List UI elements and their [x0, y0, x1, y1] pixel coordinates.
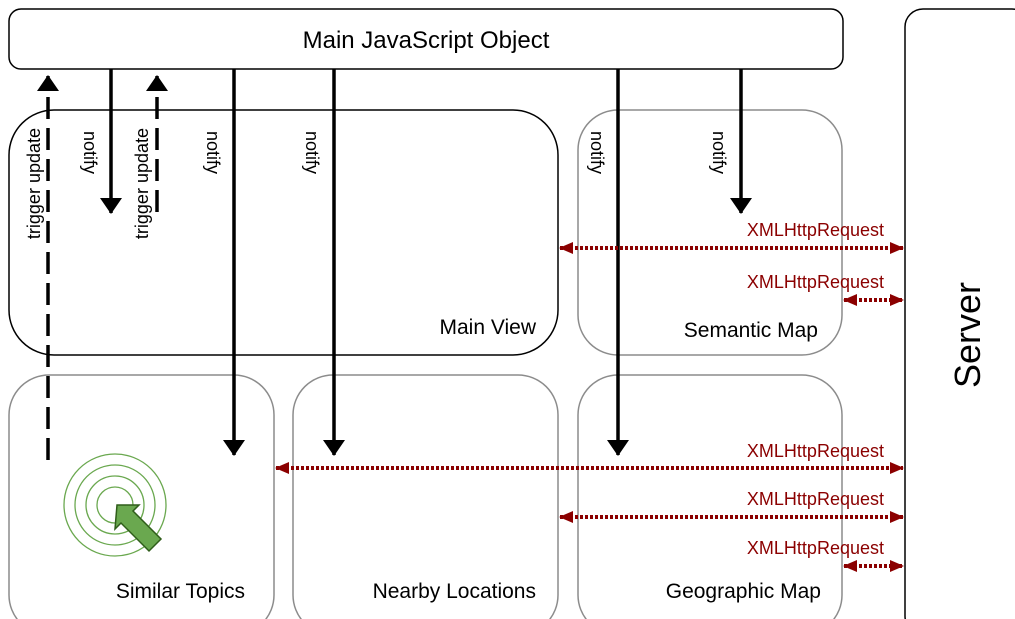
- target-cursor-icon: [63, 453, 167, 557]
- xhr-similar-topics: XMLHttpRequest: [275, 441, 904, 474]
- server-label: Server: [947, 282, 988, 388]
- xhr-semantic-map: XMLHttpRequest: [747, 272, 904, 306]
- main-object-label: Main JavaScript Object: [303, 27, 550, 54]
- trigger-update-label-1: trigger update: [24, 128, 44, 239]
- xhr-main-view: XMLHttpRequest: [559, 220, 904, 254]
- trigger-update-label-2: trigger update: [132, 128, 152, 239]
- xhr-label-4: XMLHttpRequest: [747, 489, 884, 509]
- nearby-locations-panel: Nearby Locations: [292, 374, 559, 619]
- main-object-box: Main JavaScript Object: [8, 8, 844, 70]
- geographic-map-label: Geographic Map: [666, 580, 821, 603]
- geographic-map-panel: Geographic Map: [577, 374, 843, 619]
- similar-topics-panel: Similar Topics: [8, 374, 275, 619]
- xhr-label-3: XMLHttpRequest: [747, 441, 884, 461]
- server-box: Server: [904, 8, 1015, 619]
- similar-topics-label: Similar Topics: [116, 580, 245, 603]
- xhr-nearby-locations: XMLHttpRequest: [559, 489, 904, 523]
- semantic-map-panel: Semantic Map: [577, 109, 843, 356]
- xhr-geographic-map: XMLHttpRequest: [747, 538, 904, 572]
- main-view-panel: Main View: [8, 109, 559, 356]
- notify-label-5: notify: [709, 131, 729, 174]
- notify-label-1: notify: [80, 131, 100, 174]
- xhr-label-2: XMLHttpRequest: [747, 272, 884, 292]
- semantic-map-label: Semantic Map: [684, 319, 818, 342]
- notify-label-3: notify: [302, 131, 322, 174]
- xhr-label-1: XMLHttpRequest: [747, 220, 884, 240]
- xhr-label-5: XMLHttpRequest: [747, 538, 884, 558]
- nearby-locations-label: Nearby Locations: [373, 580, 536, 603]
- notify-label-2: notify: [203, 131, 223, 174]
- notify-label-4: notify: [587, 131, 607, 174]
- main-view-label: Main View: [440, 316, 537, 339]
